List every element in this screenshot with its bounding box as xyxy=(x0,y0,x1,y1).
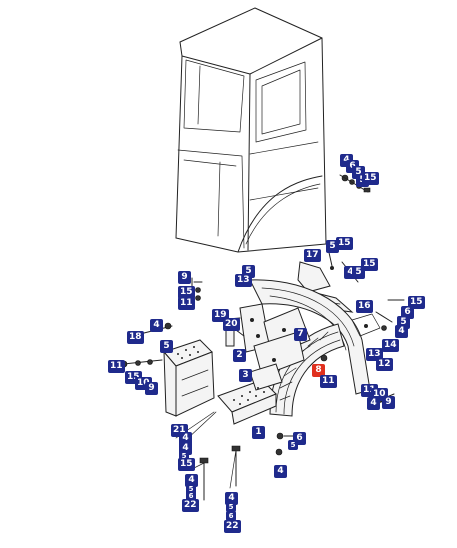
part-label-18[interactable]: 18 xyxy=(127,331,144,344)
part-label-6[interactable]: 6 xyxy=(226,511,236,521)
part-label-13[interactable]: 13 xyxy=(235,274,252,287)
part-label-22[interactable]: 22 xyxy=(182,499,199,512)
part-label-15[interactable]: 15 xyxy=(408,296,425,309)
part-label-7[interactable]: 7 xyxy=(294,328,307,341)
part-label-9[interactable]: 9 xyxy=(145,382,158,395)
part-label-8[interactable]: 8 xyxy=(312,364,325,377)
part-label-11[interactable]: 11 xyxy=(178,297,195,310)
part-label-4[interactable]: 4 xyxy=(185,474,198,487)
part-label-5[interactable]: 5 xyxy=(179,451,189,461)
part-label-4[interactable]: 4 xyxy=(274,465,287,478)
part-label-2[interactable]: 2 xyxy=(233,349,246,362)
part-label-4[interactable]: 4 xyxy=(179,432,192,445)
support-bracket-assembly xyxy=(216,304,310,376)
part-label-12[interactable]: 12 xyxy=(376,358,393,371)
part-label-16[interactable]: 16 xyxy=(356,300,373,313)
part-label-4[interactable]: 4 xyxy=(150,319,163,332)
part-label-4[interactable]: 4 xyxy=(225,492,238,505)
part-label-1[interactable]: 1 xyxy=(252,426,265,439)
part-label-6[interactable]: 6 xyxy=(186,491,196,501)
part-label-22[interactable]: 22 xyxy=(224,520,241,533)
part-label-4[interactable]: 4 xyxy=(395,325,408,338)
part-label-5[interactable]: 5 xyxy=(288,440,298,450)
part-label-3[interactable]: 3 xyxy=(239,369,252,382)
part-label-15[interactable]: 15 xyxy=(178,286,195,299)
part-label-5[interactable]: 5 xyxy=(226,502,236,512)
part-label-9[interactable]: 9 xyxy=(382,396,395,409)
part-label-9[interactable]: 9 xyxy=(178,271,191,284)
part-label-5[interactable]: 5 xyxy=(160,340,173,353)
leader-lines xyxy=(176,412,296,500)
part-label-11[interactable]: 11 xyxy=(320,375,337,388)
part-label-17[interactable]: 17 xyxy=(304,249,321,262)
part-label-5[interactable]: 5 xyxy=(326,240,339,253)
part-label-4[interactable]: 4 xyxy=(367,397,380,410)
part-label-15[interactable]: 15 xyxy=(362,172,379,185)
left-step xyxy=(164,340,214,416)
part-label-11[interactable]: 11 xyxy=(108,360,125,373)
part-label-20[interactable]: 20 xyxy=(223,318,240,331)
cab-outline xyxy=(176,8,326,252)
part-label-14[interactable]: 14 xyxy=(382,339,399,352)
lower-step xyxy=(218,364,282,424)
part-label-6[interactable]: 6 xyxy=(401,306,414,319)
part-label-5[interactable]: 5 xyxy=(186,484,196,494)
part-label-15[interactable]: 15 xyxy=(336,237,353,250)
part-label-5[interactable]: 5 xyxy=(352,266,365,279)
part-label-15[interactable]: 15 xyxy=(178,458,195,471)
part-label-15[interactable]: 15 xyxy=(361,258,378,271)
part-label-13[interactable]: 13 xyxy=(366,348,383,361)
